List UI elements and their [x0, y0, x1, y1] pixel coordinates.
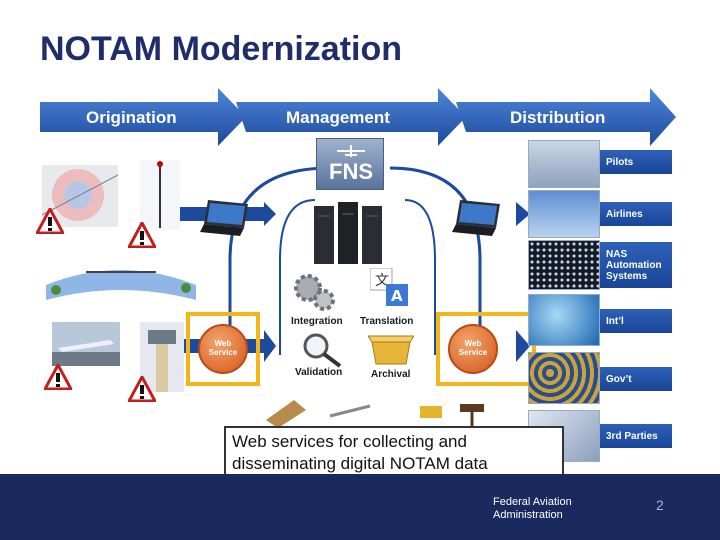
airport-diagram-image	[46, 270, 196, 300]
airplane-icon	[337, 145, 365, 157]
agency-name: Federal Aviation Administration	[493, 496, 603, 521]
globe-photo	[528, 294, 600, 346]
web-service-badge-right: Web Service	[448, 324, 498, 374]
svg-text:A: A	[391, 287, 403, 305]
translation-label: Translation	[360, 316, 414, 327]
web-service-highlight-right	[436, 312, 536, 386]
agency-line-1: Federal Aviation	[493, 496, 572, 508]
fns-logo: FNS	[316, 138, 384, 190]
management-label: Management	[286, 108, 390, 127]
page-number: 2	[656, 497, 664, 513]
dest-label-govt: Gov’t	[600, 367, 672, 391]
distribution-arrow	[456, 88, 676, 146]
validation-label: Validation	[295, 367, 343, 378]
integration-label: Integration	[291, 316, 343, 327]
web-services-callout: Web services for collecting and dissemin…	[224, 426, 564, 482]
origination-label: Origination	[86, 108, 177, 127]
archival-label: Archival	[371, 369, 411, 380]
stage-banner	[40, 88, 676, 146]
translate-icon: 文 A	[370, 268, 408, 306]
agency-line-2: Administration	[493, 508, 563, 521]
web-service-label: Web Service	[458, 339, 488, 357]
origination-arrow	[40, 88, 246, 146]
fns-label: FNS	[329, 159, 373, 184]
pilots-photo	[528, 140, 600, 188]
control-tower-image	[140, 322, 184, 392]
laptop-icon	[200, 200, 248, 236]
distribution-label: Distribution	[510, 108, 606, 127]
footer-bar	[0, 474, 720, 540]
warning-icon	[44, 364, 72, 390]
dest-label-nas: NAS Automation Systems	[600, 242, 672, 288]
dest-label-intl: Int’l	[600, 309, 672, 333]
warning-icon	[36, 208, 64, 234]
government-seals-photo	[528, 352, 600, 404]
airplane-photo-image	[52, 322, 120, 366]
magnifier-icon	[303, 333, 342, 368]
legal-tools-image	[266, 400, 484, 428]
dest-label-airlines: Airlines	[600, 202, 672, 226]
dest-label-pilots: Pilots	[600, 150, 672, 174]
warning-icon	[128, 222, 156, 248]
nas-map-photo	[528, 240, 600, 290]
web-service-highlight-left	[186, 312, 260, 386]
airlines-photo	[528, 190, 600, 238]
web-service-label: Web Service	[208, 339, 238, 357]
dest-label-third-parties: 3rd Parties	[600, 424, 672, 448]
web-service-badge-left: Web Service	[198, 324, 248, 374]
warning-icon	[128, 376, 156, 402]
laptop-icon	[452, 200, 500, 236]
airspace-map-image	[42, 165, 118, 227]
radio-tower-image	[140, 160, 180, 230]
svg-text:文: 文	[375, 273, 389, 289]
management-arrow	[236, 88, 466, 146]
slide-title: NOTAM Modernization	[40, 30, 402, 68]
server-rack-icon	[314, 202, 382, 264]
archive-box-icon	[368, 335, 414, 365]
gears-icon	[294, 274, 335, 311]
